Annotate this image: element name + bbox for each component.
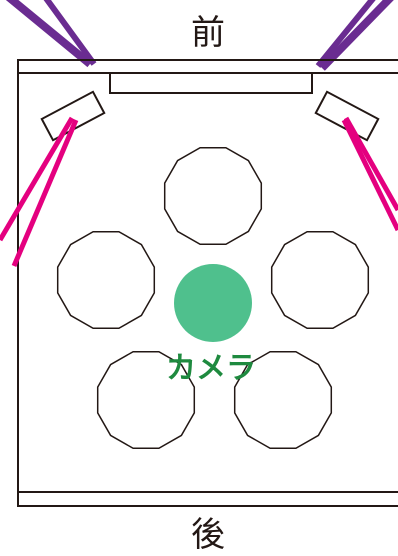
seat-bottom-right: [233, 350, 333, 450]
top-left-purple-beam-2: [43, 0, 97, 66]
back-label: 後: [191, 515, 225, 555]
seat-bottom-left: [96, 350, 196, 450]
left-spotlight: [40, 90, 106, 142]
seat-top-center: [163, 146, 263, 246]
front-label: 前: [191, 13, 225, 53]
top-left-purple-beam: [5, 0, 93, 68]
top-right-purple-beam: [319, 0, 394, 71]
front-screen-panel: [109, 72, 313, 94]
seat-middle-right: [270, 230, 370, 330]
seat-middle-left: [56, 230, 156, 330]
left-magenta-beam-2: [11, 119, 79, 267]
seat-positions: [56, 146, 370, 450]
camera-marker: [174, 264, 252, 342]
right-magenta-beam: [343, 116, 398, 212]
left-magenta-beam: [0, 116, 75, 242]
top-right-purple-beam-2: [315, 0, 376, 68]
right-magenta-beam-2: [341, 118, 398, 232]
right-spotlight: [314, 90, 380, 142]
camera-label: カメラ: [166, 351, 256, 386]
room-outline: [17, 59, 398, 507]
